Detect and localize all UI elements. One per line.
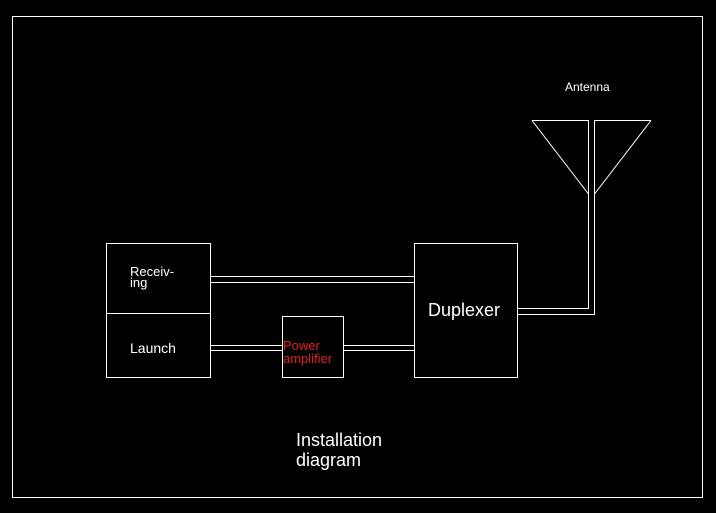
receiving-label-line1: Receiv-: [130, 264, 174, 279]
outer-frame: [12, 16, 703, 498]
caption-line2: diagram: [296, 450, 361, 470]
antenna-feed: [517, 194, 595, 315]
launch-connection: [210, 345, 282, 351]
duplexer-label: Duplexer: [428, 300, 500, 320]
duplexer-block: [414, 243, 518, 378]
power-amplifier-label-line2: amplifier: [283, 351, 333, 366]
launch-label: Launch: [130, 340, 176, 356]
amplifier-connection: [343, 345, 414, 351]
antenna-icon: [531, 120, 652, 196]
power-amplifier-block: [282, 316, 344, 378]
receiving-label-line2: ing: [130, 275, 147, 290]
antenna-label: Antenna: [565, 80, 610, 94]
caption-line1: Installation: [296, 430, 382, 450]
power-amplifier-label-line1: Power: [283, 338, 321, 353]
receiving-connection: [210, 276, 414, 283]
